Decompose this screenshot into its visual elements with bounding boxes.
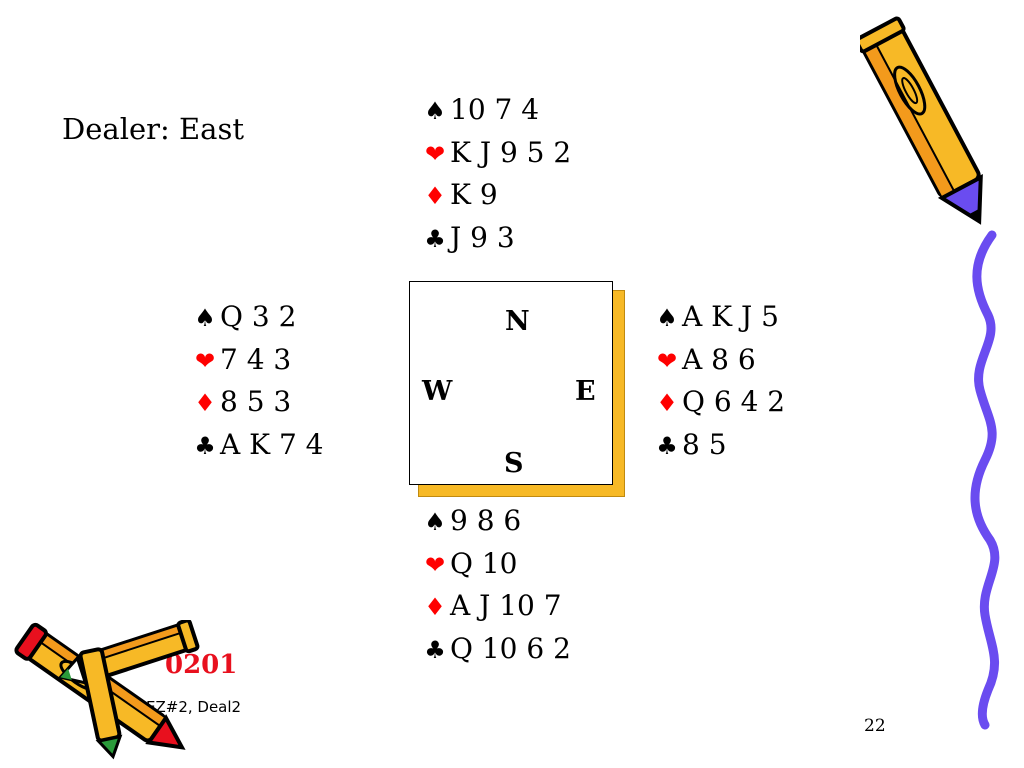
compass-table: N W E S [409, 281, 613, 485]
suit-row-hearts: ❤Q 10 [420, 543, 571, 586]
suit-row-spades: ♠A K J 5 [652, 296, 785, 339]
cards: A 8 6 [682, 342, 756, 376]
hand-west: ♠Q 3 2 ❤7 4 3 ♦8 5 3 ♣A K 7 4 [190, 296, 323, 467]
suit-row-hearts: ❤A 8 6 [652, 339, 785, 382]
hand-south: ♠9 8 6 ❤Q 10 ♦A J 10 7 ♣Q 10 6 2 [420, 500, 571, 671]
pencils-pair-icon [14, 620, 200, 760]
suit-row-hearts: ❤7 4 3 [190, 339, 323, 382]
club-icon: ♣ [194, 432, 216, 461]
suit-row-clubs: ♣A K 7 4 [190, 424, 323, 467]
heart-icon: ❤ [194, 346, 216, 375]
deal-subtitle: EZ#2, Deal2 [146, 698, 242, 716]
cards: Q 10 [450, 546, 518, 580]
suit-row-clubs: ♣8 5 [652, 424, 785, 467]
cards: Q 6 4 2 [682, 385, 786, 419]
club-icon: ♣ [424, 225, 446, 254]
suit-row-spades: ♠10 7 4 [420, 89, 571, 132]
cards: 10 7 4 [450, 93, 540, 126]
suit-row-hearts: ❤K J 9 5 2 [420, 132, 571, 175]
spade-icon: ♠ [194, 304, 216, 332]
page-number: 22 [864, 716, 886, 736]
suit-row-clubs: ♣Q 10 6 2 [420, 628, 571, 671]
suit-row-clubs: ♣J 9 3 [420, 217, 571, 260]
cards: 8 5 3 [220, 385, 292, 419]
cards: K J 9 5 2 [450, 135, 572, 169]
compass-west: W [422, 376, 453, 407]
suit-row-diamonds: ♦K 9 [420, 174, 571, 217]
club-icon: ♣ [656, 432, 678, 461]
cards: 7 4 3 [220, 342, 292, 376]
diamond-icon: ♦ [656, 389, 678, 418]
cards: Q 10 6 2 [450, 632, 571, 666]
diamond-icon: ♦ [194, 389, 216, 418]
cards: J 9 3 [450, 221, 515, 255]
cards: A K 7 4 [220, 428, 324, 462]
spade-icon: ♠ [424, 97, 446, 125]
suit-row-spades: ♠9 8 6 [420, 500, 571, 543]
diamond-icon: ♦ [424, 593, 446, 622]
heart-icon: ❤ [424, 139, 446, 168]
cards: 8 5 [682, 428, 727, 462]
suit-row-diamonds: ♦A J 10 7 [420, 585, 571, 628]
heart-icon: ❤ [656, 346, 678, 375]
suit-row-spades: ♠Q 3 2 [190, 296, 323, 339]
hand-north: ♠10 7 4 ❤K J 9 5 2 ♦K 9 ♣J 9 3 [420, 89, 571, 260]
spade-icon: ♠ [424, 508, 446, 536]
hand-east: ♠A K J 5 ❤A 8 6 ♦Q 6 4 2 ♣8 5 [652, 296, 785, 467]
cards: A K J 5 [682, 300, 779, 333]
spade-icon: ♠ [656, 304, 678, 332]
suit-row-diamonds: ♦8 5 3 [190, 381, 323, 424]
diamond-icon: ♦ [424, 182, 446, 211]
cards: K 9 [450, 178, 498, 212]
compass-east: E [575, 376, 596, 407]
cards: Q 3 2 [220, 300, 297, 333]
heart-icon: ❤ [424, 550, 446, 579]
compass-south: S [504, 448, 524, 479]
cards: 9 8 6 [450, 504, 522, 537]
club-icon: ♣ [424, 636, 446, 665]
squiggle-line-icon [970, 230, 1000, 730]
pencil-icon [860, 16, 983, 225]
dealer-label: Dealer: East [62, 112, 244, 146]
cards: A J 10 7 [450, 589, 562, 623]
compass-north: N [505, 306, 530, 337]
suit-row-diamonds: ♦Q 6 4 2 [652, 381, 785, 424]
